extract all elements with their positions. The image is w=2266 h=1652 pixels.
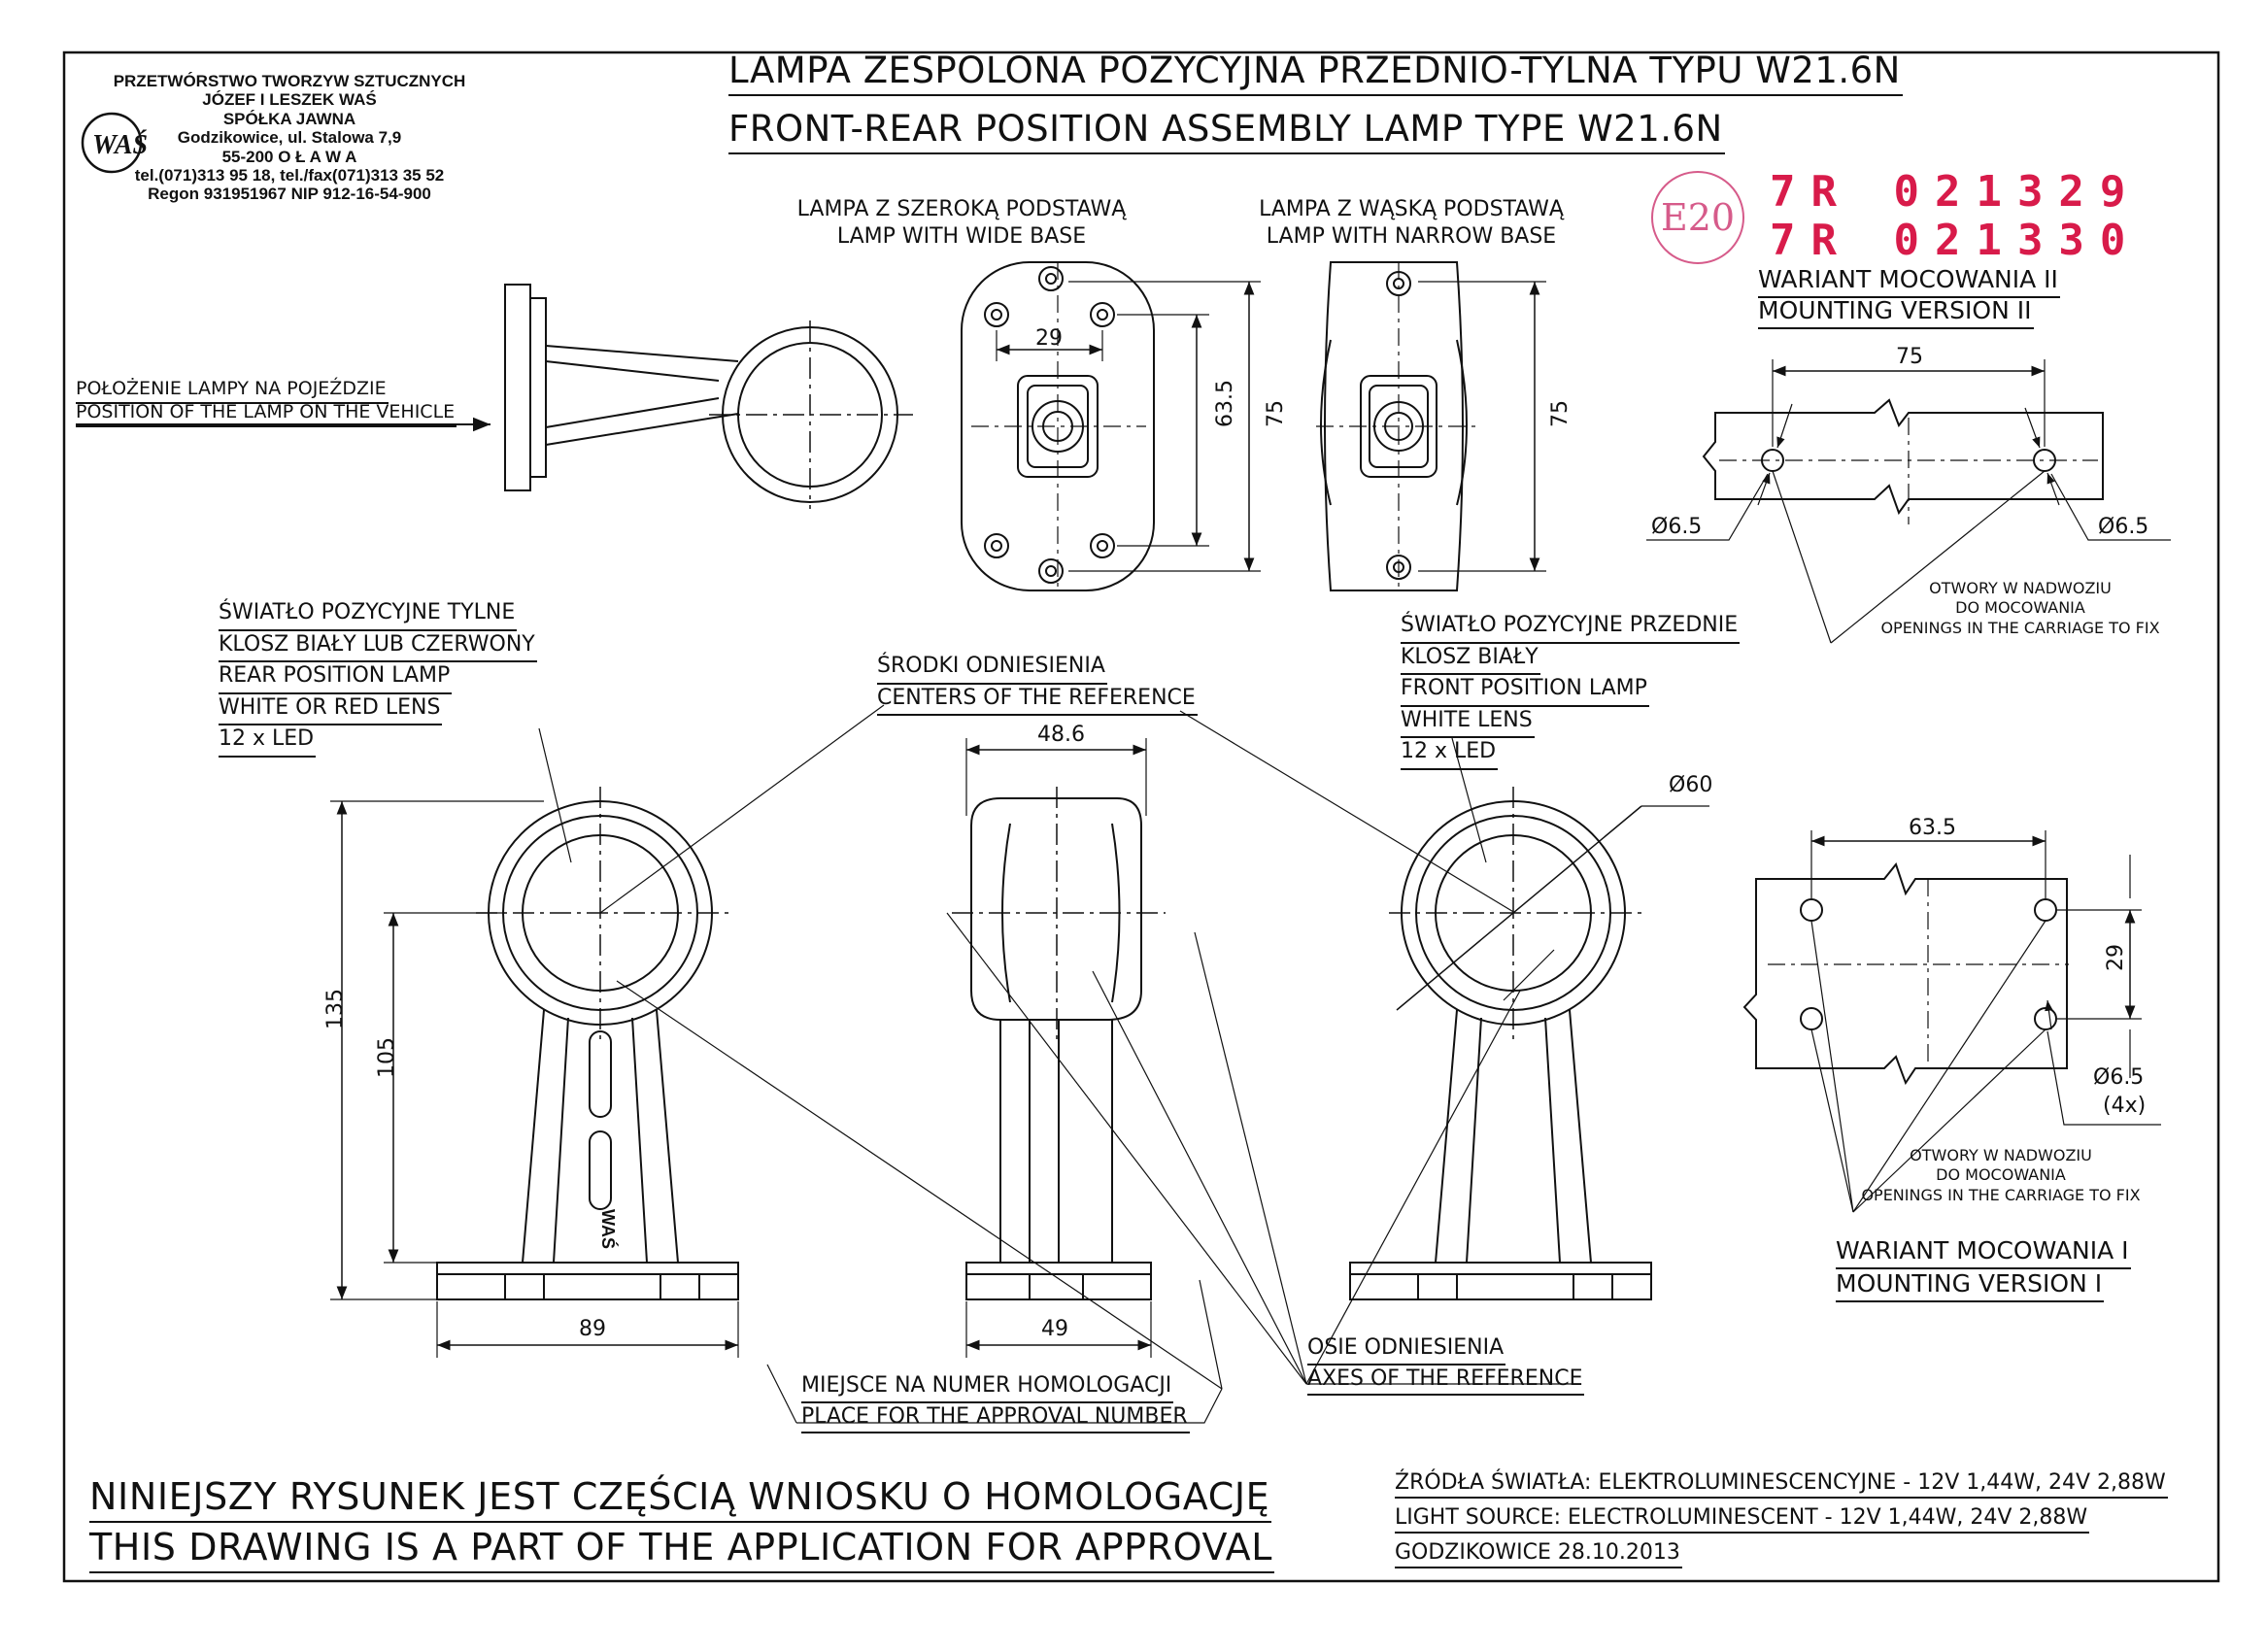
- rear-lamp-label: ŚWIATŁO POZYCYJNE TYLNE KLOSZ BIAŁY LUB …: [219, 599, 537, 758]
- company-line-6: tel.(071)313 95 18, tel./fax(071)313 35 …: [134, 165, 445, 185]
- mount1-title-pl: WARIANT MOCOWANIA I: [1836, 1236, 2131, 1269]
- company-line-1: PRZETWÓRSTWO TWORZYW SZTUCZNYCH: [113, 72, 466, 90]
- side-lamp-view: [952, 710, 1516, 1358]
- dim-wide-29: 29: [1035, 326, 1063, 351]
- dim-wide-63-5: 63.5: [1213, 380, 1237, 427]
- rear-lamp-l2: KLOSZ BIAŁY LUB CZERWONY: [219, 631, 537, 663]
- front-lamp-l4: WHITE LENS: [1401, 707, 1535, 739]
- footer-en: THIS DRAWING IS A PART OF THE APPLICATIO…: [89, 1526, 1275, 1573]
- front-lamp-label: ŚWIATŁO POZYCYJNE PRZEDNIE KLOSZ BIAŁY F…: [1401, 612, 1741, 770]
- dim-right-60: Ø60: [1669, 773, 1713, 797]
- axes-en: AXES OF THE REFERENCE: [1307, 1365, 1585, 1396]
- company-logo: [81, 112, 143, 174]
- title-en: FRONT-REAR POSITION ASSEMBLY LAMP TYPE W…: [728, 108, 1725, 154]
- dim-side-48-6: 48.6: [1037, 723, 1085, 747]
- caption-wide-base-pl: LAMPA Z SZEROKĄ PODSTAWĄ: [796, 197, 1127, 221]
- company-line-2: JÓZEF I LESZEK WAŚ: [202, 90, 377, 110]
- caption-narrow-base-en: LAMP WITH NARROW BASE: [1266, 223, 1557, 249]
- position-label-en: POSITION OF THE LAMP ON THE VEHICLE: [76, 401, 457, 427]
- rear-lamp-l5: 12 x LED: [219, 725, 317, 758]
- centers-en: CENTERS OF THE REFERENCE: [877, 685, 1198, 717]
- mount2-hole-left: Ø6.5: [1651, 515, 1703, 539]
- caption-wide-base: LAMPA Z SZEROKĄ PODSTAWĄ LAMP WITH WIDE …: [782, 196, 1141, 250]
- dim-side-49: 49: [1041, 1317, 1068, 1341]
- front-lamp-l1: ŚWIATŁO POZYCYJNE PRZEDNIE: [1401, 612, 1741, 644]
- source-pl: ŹRÓDŁA ŚWIATŁA: ELEKTROLUMINESCENCYJNE -…: [1395, 1470, 2168, 1500]
- mount1-openings-en: OPENINGS IN THE CARRIAGE TO FIX: [1861, 1185, 2141, 1204]
- mounting-version-2-drawing: [1646, 359, 2171, 644]
- title-pl: LAMPA ZESPOLONA POZYCYJNA PRZEDNIO-TYLNA…: [728, 50, 1903, 96]
- centers-label: ŚRODKI ODNIESIENIA CENTERS OF THE REFERE…: [877, 653, 1198, 717]
- approval-number-2: 7R 021330: [1770, 216, 2142, 265]
- mount2-title-pl: WARIANT MOCOWANIA II: [1758, 265, 2060, 298]
- source-en: LIGHT SOURCE: ELECTROLUMINESCENT - 12V 1…: [1395, 1505, 2090, 1534]
- rear-lamp-l4: WHITE OR RED LENS: [219, 694, 443, 726]
- mount1-openings-pl1: OTWORY W NADWOZIU: [1910, 1146, 2092, 1164]
- leader-lines: [616, 912, 1573, 1424]
- approval-number-1: 7R 021329: [1770, 167, 2142, 217]
- company-line-4: Godzikowice, ul. Stalowa 7,9: [177, 128, 402, 148]
- mounting-version-1-drawing: [1742, 830, 2161, 1213]
- mount2-openings-pl2: DO MOCOWANIA: [1955, 598, 2085, 618]
- mount1-title-en: MOUNTING VERSION I: [1836, 1269, 2105, 1302]
- narrow-base-view: [1316, 261, 1546, 591]
- dim-front-105: 105: [375, 1037, 399, 1078]
- rear-lamp-l1: ŚWIATŁO POZYCYJNE TYLNE: [219, 599, 518, 631]
- logo-text: WAŚ: [92, 130, 148, 160]
- body-mark: WAŚ: [598, 1209, 619, 1249]
- mount2-openings-pl1: OTWORY W NADWOZIU: [1929, 579, 2112, 597]
- front-lamp-l5: 12 x LED: [1401, 738, 1499, 770]
- mount1-dim-63-5: 63.5: [1909, 816, 1956, 840]
- position-label-pl: POŁOŻENIE LAMPY NA POJEŹDZIE: [76, 378, 389, 404]
- mount2-openings-en: OPENINGS IN THE CARRIAGE TO FIX: [1880, 618, 2160, 637]
- caption-narrow-base-pl: LAMPA Z WĄSKĄ PODSTAWĄ: [1259, 197, 1564, 221]
- mount1-openings-pl2: DO MOCOWANIA: [1936, 1165, 2066, 1185]
- dim-front-135: 135: [323, 989, 348, 1029]
- footer-pl: NINIEJSZY RYSUNEK JEST CZĘŚCIĄ WNIOSKU O…: [89, 1475, 1272, 1523]
- drawing-date: GODZIKOWICE 28.10.2013: [1395, 1540, 1682, 1569]
- approval-place-en: PLACE FOR THE APPROVAL NUMBER: [801, 1403, 1190, 1433]
- company-block: PRZETWÓRSTWO TWORZYW SZTUCZNYCH JÓZEF I …: [85, 72, 493, 204]
- mount2-openings: OTWORY W NADWOZIU DO MOCOWANIA OPENINGS …: [1865, 579, 2176, 638]
- front-lamp-view: [1349, 737, 1709, 1300]
- front-lamp-l2: KLOSZ BIAŁY: [1401, 644, 1540, 676]
- mount2-dim-75: 75: [1896, 345, 1923, 369]
- dim-front-89: 89: [579, 1317, 606, 1341]
- dim-wide-75: 75: [1264, 400, 1288, 427]
- company-line-3: SPÓŁKA JAWNA: [222, 109, 356, 128]
- rear-lamp-view: [330, 704, 885, 1358]
- front-lamp-l3: FRONT POSITION LAMP: [1401, 675, 1649, 707]
- vehicle-side-view: [76, 284, 913, 509]
- company-line-7: Regon 931951967 NIP 912-16-54-900: [148, 185, 431, 204]
- dim-narrow-75: 75: [1548, 400, 1573, 427]
- axes-label: OSIE ODNIESIENIA AXES OF THE REFERENCE: [1307, 1334, 1585, 1396]
- company-line-5: 55-200 O Ł A W A: [221, 147, 357, 166]
- mount1-openings: OTWORY W NADWOZIU DO MOCOWANIA OPENINGS …: [1841, 1146, 2161, 1205]
- caption-narrow-base: LAMPA Z WĄSKĄ PODSTAWĄ LAMP WITH NARROW …: [1232, 196, 1591, 250]
- mount2-hole-right: Ø6.5: [2098, 515, 2149, 539]
- rear-lamp-l3: REAR POSITION LAMP: [219, 662, 453, 694]
- approval-place-label: MIEJSCE NA NUMER HOMOLOGACJI PLACE FOR T…: [801, 1372, 1190, 1433]
- mount1-hole-count: (4x): [2103, 1094, 2147, 1118]
- mount1-hole: Ø6.5: [2093, 1065, 2145, 1090]
- sheet-border: [62, 51, 2220, 1583]
- e20-approval-mark: E20: [1651, 171, 1744, 264]
- centers-pl: ŚRODKI ODNIESIENIA: [877, 653, 1107, 685]
- dim-mount1-29: 29: [2104, 944, 2128, 971]
- approval-place-pl: MIEJSCE NA NUMER HOMOLOGACJI: [801, 1372, 1174, 1403]
- axes-pl: OSIE ODNIESIENIA: [1307, 1334, 1506, 1365]
- wide-base-view: [961, 261, 1261, 591]
- caption-wide-base-en: LAMP WITH WIDE BASE: [836, 223, 1087, 249]
- mount2-title-en: MOUNTING VERSION II: [1758, 296, 2034, 329]
